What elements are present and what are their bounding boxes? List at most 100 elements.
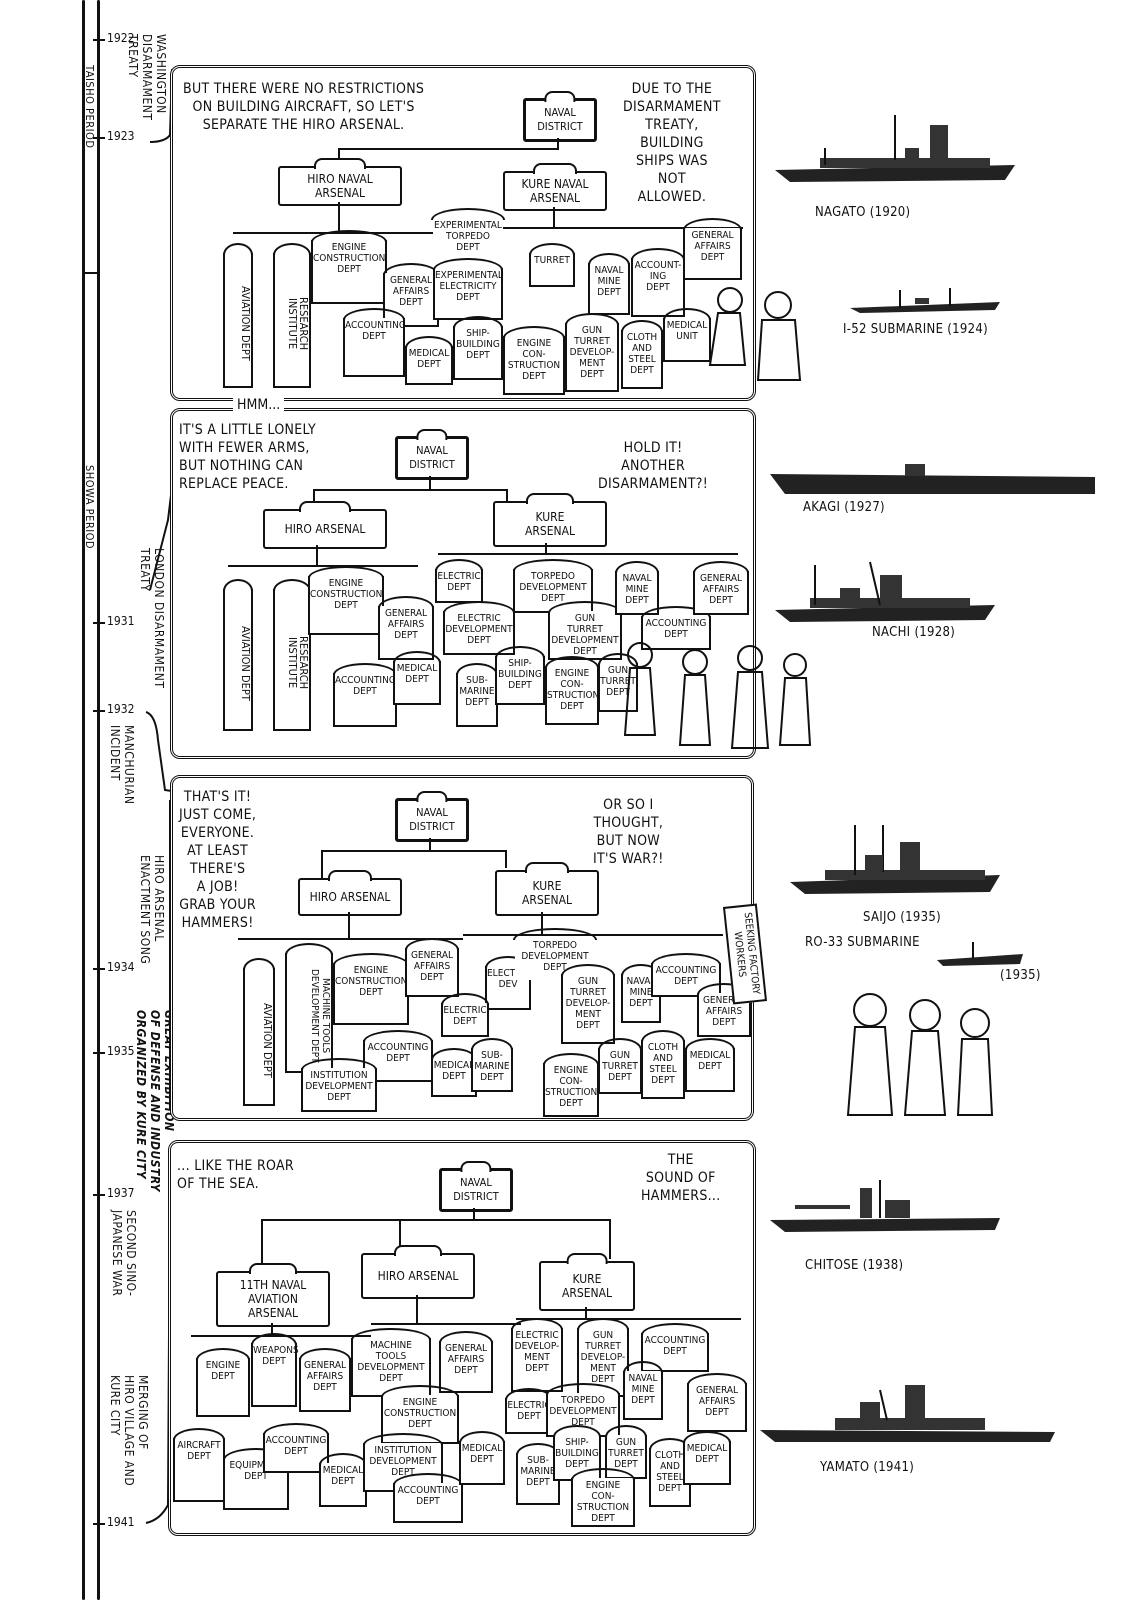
hiro-arsenal-node: HIRO ARSENAL [298, 878, 402, 916]
hiro-dept: ACCOUNTING DEPT [393, 1473, 463, 1523]
hiro-dept: MEDICAL DEPT [405, 336, 453, 385]
hiro-dept: MACHINE TOOLS DEVELOPMENT DEPT [285, 943, 333, 1073]
speech-lonely: IT'S A LITTLE LONELY WITH FEWER ARMS, BU… [179, 422, 316, 492]
event-manchurian-incident: MANCHURIAN INCIDENT [108, 725, 136, 805]
kure-dept: ELECTRIC DEPT [435, 559, 483, 603]
submarine-icon [850, 288, 1000, 313]
kure-arsenal-node: KURE ARSENAL [495, 870, 599, 916]
kure-dept: GENERAL AFFAIRS DEPT [687, 1373, 747, 1432]
year-1935: 1935 [92, 1044, 135, 1058]
seaplane-tender-icon [770, 1180, 1000, 1232]
kure-dept: SUB- MARINE DEPT [516, 1443, 560, 1505]
kure-dept: ENGINE CON- STRUCTION DEPT [543, 1053, 599, 1117]
year-1934: 1934 [92, 960, 135, 974]
event-enactment-song: HIRO ARSENAL ENACTMENT SONG [138, 855, 166, 965]
timeline-outer-line [82, 0, 85, 1600]
kure-dept: GUN TURRET DEPT [598, 1038, 642, 1094]
hiro-dept: MEDICAL DEPT [459, 1431, 505, 1485]
kure-naval-arsenal-node: KURE NAVAL ARSENAL [503, 171, 607, 211]
kure-dept: TURRET [529, 243, 575, 287]
hiro-arsenal-node: HIRO ARSENAL [263, 509, 387, 549]
ship-label: CHITOSE (1938) [805, 1258, 904, 1273]
kure-dept: CLOTH AND STEEL DEPT [641, 1030, 685, 1099]
hiro-dept: ENGINE CONSTRUCTION DEPT [311, 230, 387, 304]
hiro-dept: AVIATION DEPT [243, 958, 275, 1106]
kure-dept: EXPERIMENTAL ELECTRICITY DEPT [433, 258, 503, 320]
hiro-dept: AVIATION DEPT [223, 579, 253, 731]
aviation-dept: AIRCRAFT DEPT [173, 1428, 225, 1502]
kure-dept: MEDICAL DEPT [685, 1038, 735, 1092]
year-1922: 1922 [92, 31, 135, 45]
event-merging: MERGING OF HIRO VILLAGE AND KURE CITY [108, 1375, 150, 1487]
ship-label: SAIJO (1935) [863, 910, 941, 925]
year-1923: 1923 [92, 129, 135, 143]
kure-dept: EXPERIMENTAL TORPEDO DEPT [431, 208, 505, 253]
aviation-arsenal-node: 11TH NAVAL AVIATION ARSENAL [216, 1271, 330, 1327]
aviation-dept: ENGINE DEPT [196, 1348, 250, 1417]
hiro-dept: ACCOUNTING DEPT [343, 308, 406, 377]
speech-thats-it: THAT'S IT! JUST COME, EVERYONE. AT LEAST… [179, 789, 257, 931]
kure-dept: GUN TURRET DEVELOP- MENT DEPT [565, 313, 619, 392]
kure-dept: SHIP- BUILDING DEPT [453, 316, 503, 380]
kure-dept: SUB- MARINE DEPT [471, 1038, 513, 1092]
kure-dept: ELECTRIC DEVELOP- MENT DEPT [511, 1318, 563, 1392]
kure-dept: ELECTRIC DEVELOPMENT DEPT [443, 601, 515, 655]
kure-dept: GENERAL AFFAIRS DEPT [683, 218, 742, 280]
kure-dept: ENGINE CON- STRUCTION DEPT [545, 656, 599, 725]
naval-district-node: NAVAL DISTRICT [395, 436, 469, 480]
kure-dept: NAVAL MINE DEPT [588, 253, 630, 315]
kure-dept: SUB- MARINE DEPT [456, 663, 498, 727]
kure-dept: ENGINE CON- STRUCTION DEPT [571, 1468, 635, 1527]
year-1932: 1932 [92, 702, 135, 716]
hiro-dept: GENERAL AFFAIRS DEPT [439, 1331, 493, 1393]
event-washington-treaty: WASHINGTON DISARMAMENT TREATY [126, 34, 168, 121]
kure-dept: CLOTH AND STEEL DEPT [621, 320, 663, 389]
hiro-dept: ENGINE CONSTRUCTION DEPT [308, 566, 384, 635]
timeline-inner-line [97, 0, 100, 1600]
aircraft-carrier-icon [770, 464, 1095, 494]
hiro-naval-arsenal-node: HIRO NAVAL ARSENAL [278, 166, 402, 206]
hiro-arsenal-node: HIRO ARSENAL [361, 1253, 475, 1299]
aviation-dept: WEAPONS DEPT [251, 1333, 299, 1407]
ship-label: RO-33 SUBMARINE [805, 935, 920, 950]
hiro-dept: GENERAL AFFAIRS DEPT [405, 938, 459, 997]
hiro-dept: INSTITUTION DEVELOPMENT DEPT [301, 1058, 377, 1112]
cruiser-icon [775, 561, 995, 622]
departing-workers-illustration [623, 642, 812, 749]
kure-dept: MEDICAL DEPT [683, 1431, 731, 1485]
panel-1932: THAT'S IT! JUST COME, EVERYONE. AT LEAST… [170, 775, 754, 1121]
kure-dept: NAVAL MINE DEPT [623, 1361, 663, 1420]
period-divider [82, 272, 99, 274]
naval-district-node: NAVAL DISTRICT [439, 1168, 513, 1212]
cruiser-icon [790, 825, 1000, 894]
hiro-dept: RESEARCH INSTITUTE [273, 579, 311, 731]
kure-dept: ELECTRIC DEPT [441, 993, 489, 1037]
ship-label: NAGATO (1920) [815, 205, 911, 220]
waving-family-illustration [846, 993, 994, 1116]
kure-arsenal-node: KURE ARSENAL [539, 1261, 635, 1311]
battleship-icon [760, 1385, 1055, 1442]
speech-hold-it: HOLD IT! ANOTHER DISARMAMENT?! [598, 440, 709, 492]
aviation-dept: GENERAL AFFAIRS DEPT [299, 1348, 351, 1412]
kure-arsenal-node: KURE ARSENAL [493, 501, 607, 547]
panel-1937: ... LIKE THE ROAR OF THE SEA. THE SOUND … [168, 1140, 756, 1536]
submarine-icon [937, 942, 1023, 966]
hiro-dept: MEDICAL DEPT [393, 651, 441, 705]
kure-dept: ENGINE CON- STRUCTION DEPT [503, 326, 565, 395]
period-showa: SHOWA PERIOD [83, 465, 96, 550]
kure-dept: NAVAL MINE DEPT [615, 561, 659, 615]
hiro-dept: ENGINE CONSTRUCTION DEPT [333, 953, 409, 1025]
ship-label: YAMATO (1941) [820, 1460, 915, 1475]
naval-district-node: NAVAL DISTRICT [395, 798, 469, 842]
caption-hmm: HMM... [233, 397, 285, 413]
ship-label: NACHI (1928) [872, 625, 956, 640]
hiro-dept: GENERAL AFFAIRS DEPT [383, 263, 439, 327]
kure-dept: GENERAL AFFAIRS DEPT [693, 561, 749, 615]
naval-district-node: NAVAL DISTRICT [523, 98, 597, 142]
speech-aircraft: BUT THERE WERE NO RESTRICTIONS ON BUILDI… [183, 81, 425, 133]
event-sino-japanese-war: SECOND SINO- JAPANESE WAR [110, 1210, 138, 1297]
year-1941: 1941 [92, 1515, 135, 1529]
ship-year-label: (1935) [1000, 968, 1041, 983]
ship-label: I-52 SUBMARINE (1924) [843, 322, 988, 337]
hiro-dept: ACCOUNTING DEPT [333, 663, 397, 727]
